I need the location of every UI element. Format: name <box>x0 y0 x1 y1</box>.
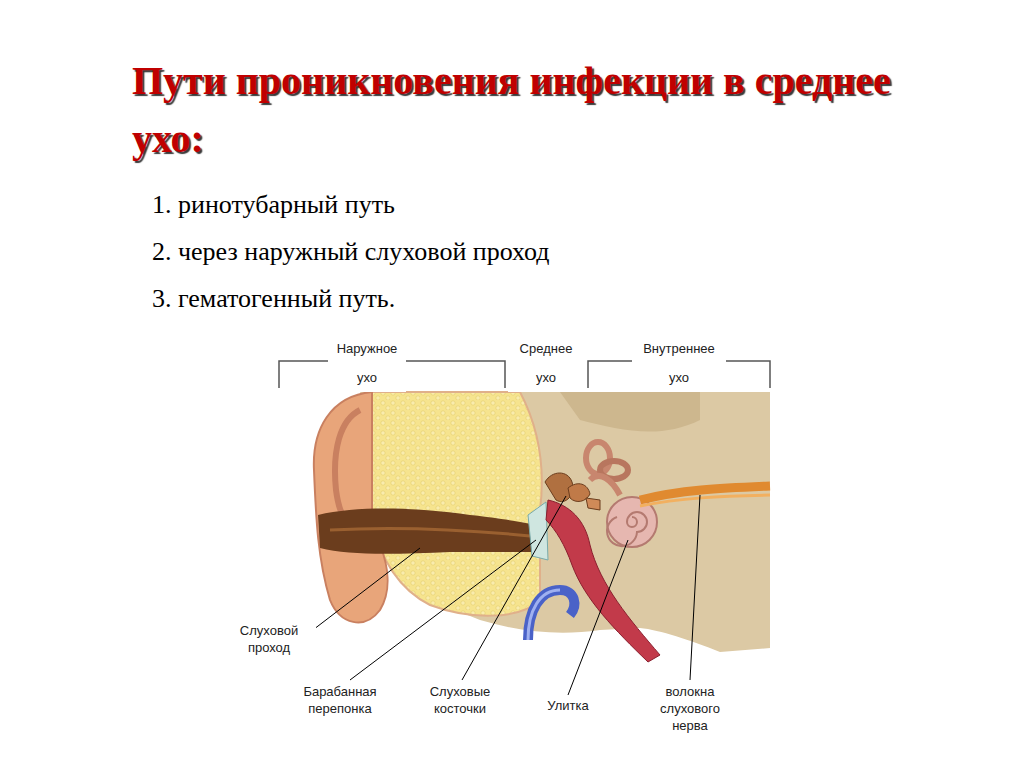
eardrum <box>528 502 548 560</box>
list-item: 1. ринотубарный путь <box>152 190 395 220</box>
ear-canal <box>318 509 536 554</box>
list-item: 2. через наружный слуховой проход <box>152 237 550 267</box>
part-label: Слуховой проход <box>222 622 316 656</box>
part-label: Барабанная перепонка <box>286 683 394 717</box>
bone-shade <box>560 392 700 432</box>
leader-line <box>350 540 536 680</box>
section-label: Среднее ухо <box>508 334 584 392</box>
list-item: 3. гематогенный путь. <box>152 284 395 314</box>
vestibule <box>590 476 620 495</box>
leader-line <box>305 548 420 636</box>
auditory-nerve <box>640 495 770 506</box>
cochlea-spiral <box>607 512 647 546</box>
part-label: Улитка <box>535 697 601 714</box>
canal-shade <box>330 528 530 536</box>
slide-title: Пути проникновения инфекции в среднее ух… <box>132 52 922 168</box>
section-label: Наружное ухо <box>328 334 406 392</box>
pinna <box>314 392 388 622</box>
pinna-fold <box>335 410 360 524</box>
part-label: Слуховые косточки <box>410 683 510 717</box>
blood-vessel <box>528 590 560 640</box>
stapes <box>586 498 600 510</box>
tissue <box>372 392 542 616</box>
leader-line <box>462 496 566 680</box>
leader-line <box>690 495 700 680</box>
leader-line <box>568 540 628 695</box>
part-label: волокна слухового нерва <box>642 683 738 734</box>
blood-vessel <box>528 590 574 640</box>
section-label: Внутреннее ухо <box>632 334 726 392</box>
